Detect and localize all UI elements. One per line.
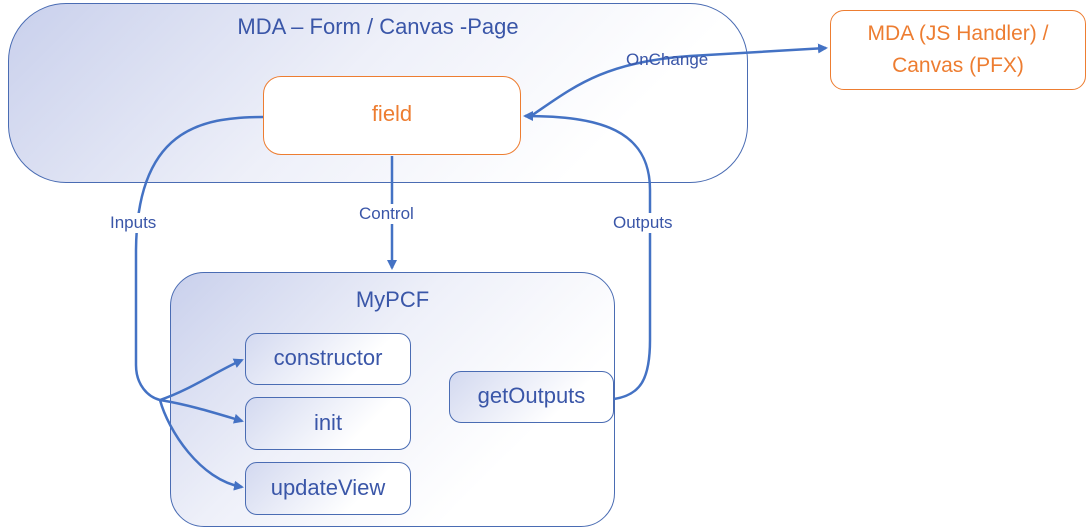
pcf-title: MyPCF: [355, 287, 430, 312]
field-box: [263, 76, 521, 155]
inputs-to-init-arrow: [159, 398, 244, 424]
inputs-to-constructor-arrow: [159, 358, 244, 402]
inputs-label: Inputs: [108, 213, 159, 233]
init-method-label: init: [313, 410, 343, 435]
update-view-method-box: [245, 462, 411, 515]
inputs-to-update-view-arrow: [158, 399, 244, 491]
js-handler-label: MDA (JS Handler) /Canvas (PFX): [867, 22, 1049, 77]
constructor-method-box: [245, 333, 411, 385]
get-outputs-method-box: [449, 371, 614, 423]
get-outputs-method-label: getOutputs: [477, 383, 586, 408]
inputs-connector: [134, 115, 264, 402]
init-method-box: [245, 397, 411, 450]
field-label: field: [371, 101, 413, 126]
onchange-arrow: [527, 43, 828, 120]
onchange-label: OnChange: [626, 50, 709, 69]
outputs-arrow: [523, 111, 652, 401]
outputs-label: Outputs: [611, 213, 675, 233]
update-view-method-label: updateView: [270, 475, 386, 500]
page-container-title: MDA – Form / Canvas -Page: [237, 14, 519, 39]
constructor-method-label: constructor: [273, 345, 383, 370]
js-handler-box: [830, 10, 1086, 90]
control-label: Control: [357, 204, 416, 224]
